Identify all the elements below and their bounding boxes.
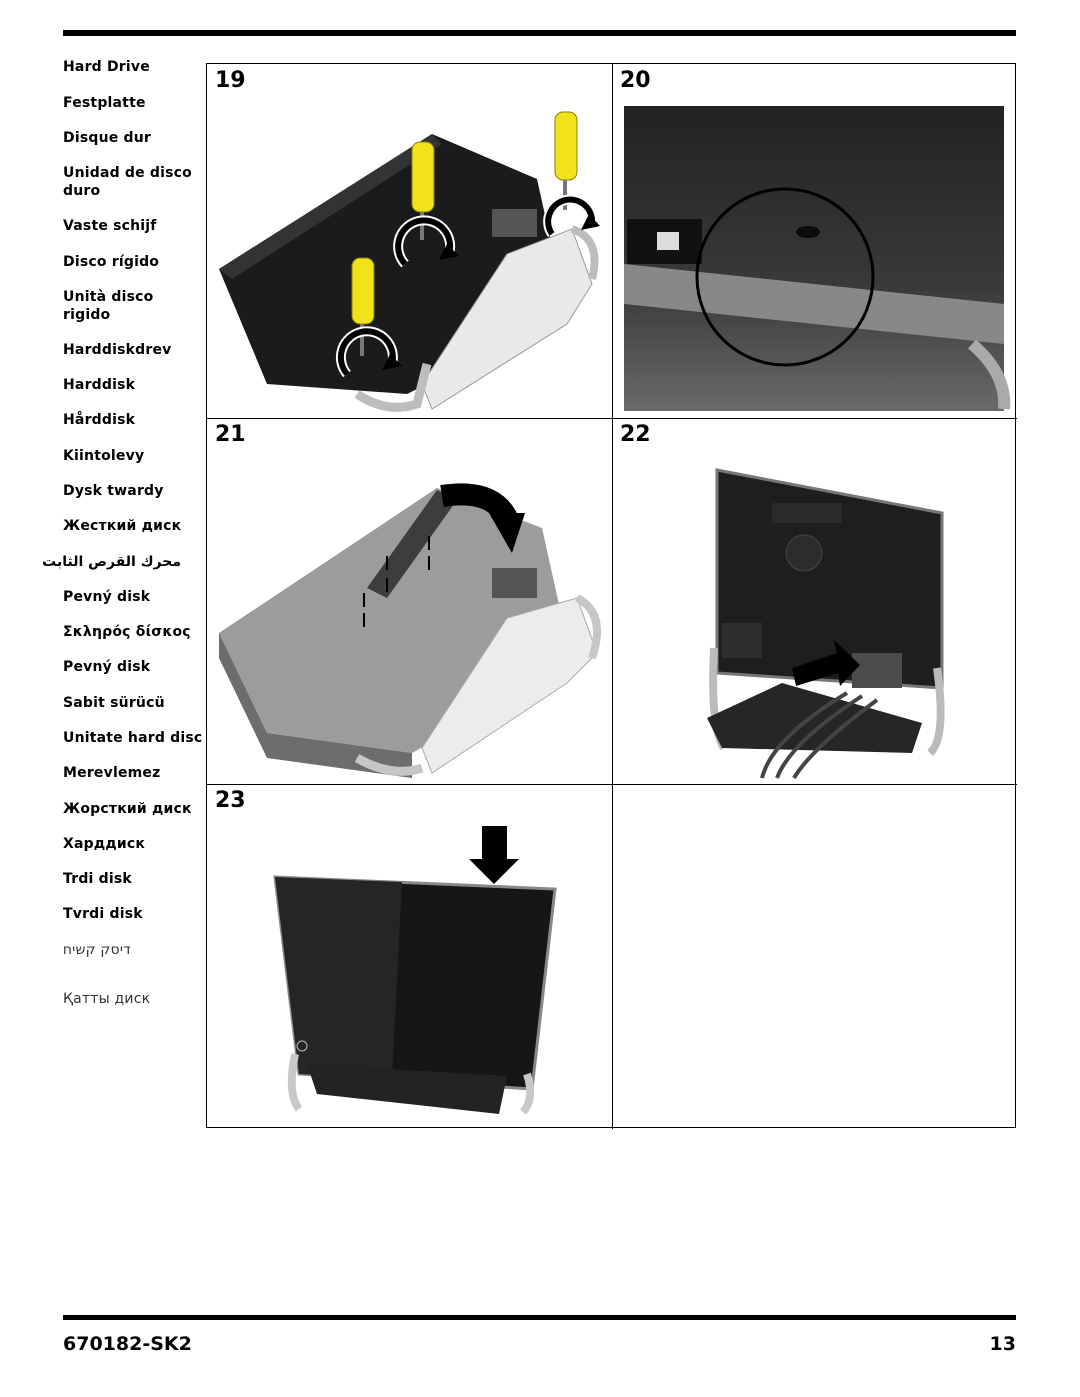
step-22-panel: 22 xyxy=(612,418,1017,784)
screw-position-marks xyxy=(363,536,430,627)
lang-ukrainian: Жорсткий диск xyxy=(63,801,192,817)
lang-norwegian: Harddisk xyxy=(63,377,136,393)
screwdriver-icon xyxy=(411,141,435,240)
lang-romanian: Unitate hard disc xyxy=(63,730,203,746)
step-23-panel: 23 xyxy=(207,784,612,1129)
lang-arabic: محرك القرص الثابت xyxy=(42,554,181,570)
hp-logo-icon xyxy=(296,1040,308,1052)
lang-slovak: Pevný disk xyxy=(63,659,151,675)
lang-bulgarian: Харддиск xyxy=(63,836,146,852)
lang-portuguese: Disco rígido xyxy=(63,254,160,270)
lang-swedish: Hårddisk xyxy=(63,412,136,428)
highlight-circle xyxy=(695,187,875,367)
step-21-illustration xyxy=(219,483,601,778)
step-number: 22 xyxy=(620,422,651,447)
lang-croatian: Tvrdi disk xyxy=(63,906,143,922)
lang-spanish: Unidad de disco duro xyxy=(63,165,192,199)
step-number: 21 xyxy=(215,422,246,447)
lang-russian: Жесткий диск xyxy=(63,518,182,534)
lang-french: Disque dur xyxy=(63,130,152,146)
lang-hungarian: Merevlemez xyxy=(63,765,161,781)
step-number: 20 xyxy=(620,68,651,93)
grid-vertical-divider xyxy=(612,64,613,1129)
lang-kazakh: Қатты диск xyxy=(63,991,151,1007)
step-grid: 19 xyxy=(206,63,1017,1129)
lang-turkish: Sabit sürücü xyxy=(63,695,165,711)
document-number: 670182-SK2 xyxy=(63,1333,192,1355)
step-number: 23 xyxy=(215,788,246,813)
step-19-panel: 19 xyxy=(207,64,612,418)
lift-arrow-icon xyxy=(440,483,517,524)
lang-slovenian: Trdi disk xyxy=(63,871,132,887)
lang-danish: Harddiskdrev xyxy=(63,342,172,358)
lang-german: Festplatte xyxy=(63,95,146,111)
lang-italian: Unità disco rigido xyxy=(63,289,154,323)
screwdriver-icon xyxy=(351,257,375,356)
top-rule xyxy=(63,30,1016,36)
step-20-illustration xyxy=(624,106,1011,411)
step-number: 19 xyxy=(215,68,246,93)
page-number: 13 xyxy=(989,1333,1016,1355)
lang-czech: Pevný disk xyxy=(63,589,151,605)
lang-greek: Σκληρός δίσκος xyxy=(63,624,191,640)
lang-hebrew: דיסק קשיח xyxy=(62,942,131,958)
grid-divider-1 xyxy=(207,418,1017,419)
step-21-panel: 21 xyxy=(207,418,612,784)
lang-finnish: Kiintolevy xyxy=(63,448,145,464)
down-arrow-icon xyxy=(469,826,519,884)
screwdriver-icon xyxy=(554,111,578,210)
lang-polish: Dysk twardy xyxy=(63,483,164,499)
step-19-illustration xyxy=(219,111,600,412)
lang-dutch: Vaste schijf xyxy=(63,218,157,234)
bottom-rule xyxy=(63,1315,1016,1320)
arrow-icon xyxy=(792,640,860,686)
rotate-arrow-icon xyxy=(337,196,596,376)
empty-panel xyxy=(612,784,1017,1129)
grid-divider-2 xyxy=(207,784,1017,785)
lang-english: Hard Drive xyxy=(63,59,150,75)
step-20-panel: 20 xyxy=(612,64,1017,418)
step-23-illustration xyxy=(273,826,557,1115)
step-22-illustration xyxy=(707,468,945,780)
